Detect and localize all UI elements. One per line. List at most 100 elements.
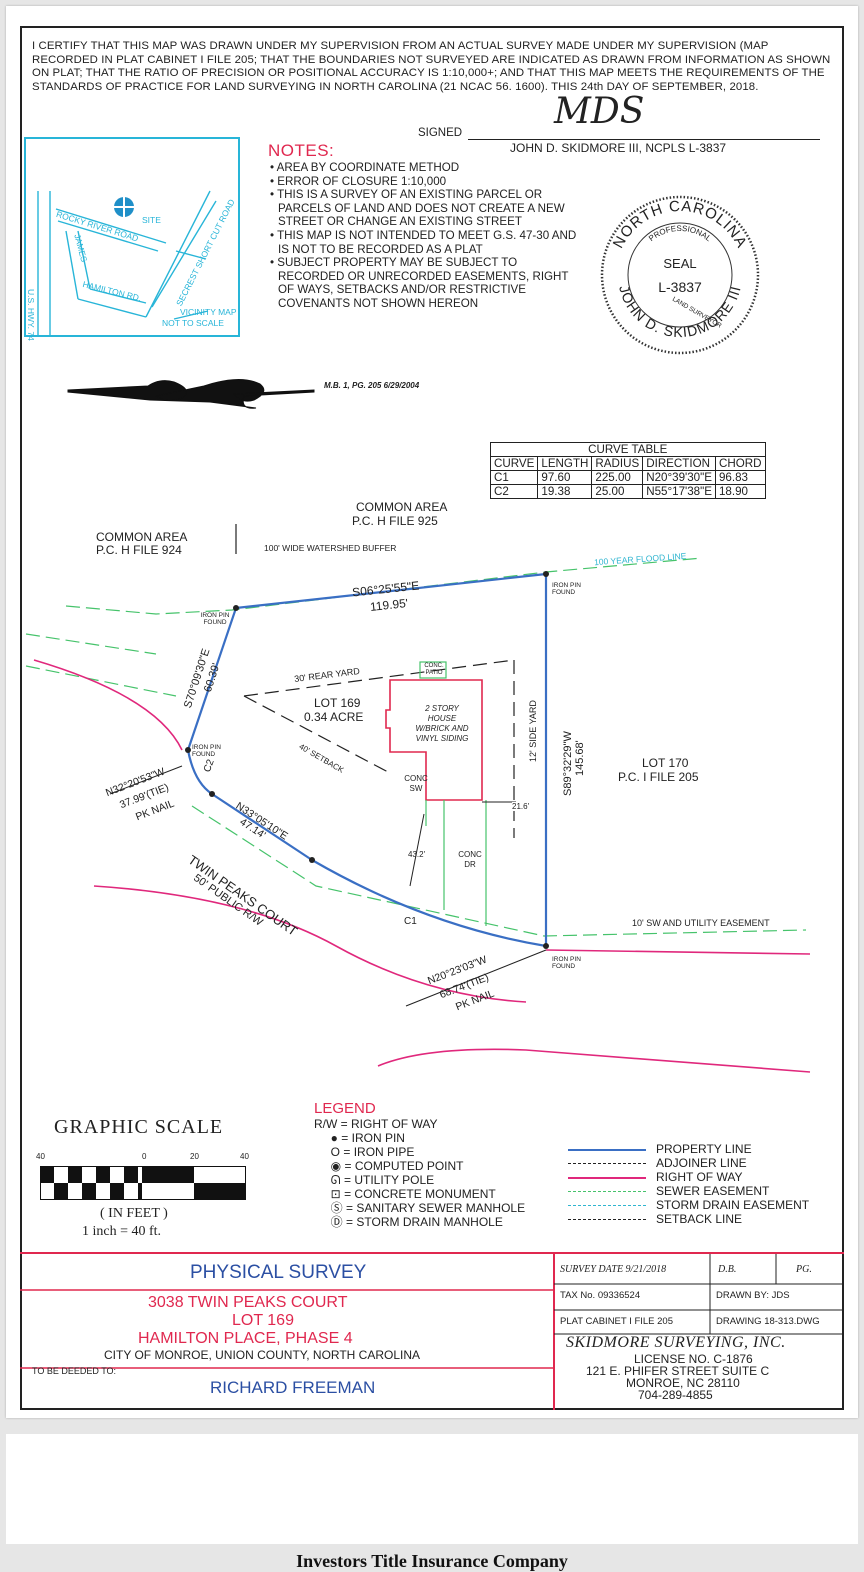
curve-cell: C2 <box>489 484 539 499</box>
vicinity-map: ROCKY RIVER ROAD SECREST SHORT CUT ROAD … <box>24 137 240 341</box>
line-legend-label: SETBACK LINE <box>656 1212 743 1226</box>
signature-line <box>468 139 820 140</box>
deed-page: PG. <box>796 1264 812 1275</box>
iron-pin-found-label: IRON PIN FOUND <box>192 744 221 758</box>
sewer-easement-swatch <box>568 1191 646 1192</box>
lot-area: 0.34 ACRE <box>304 710 364 724</box>
scale-ratio: 1 inch = 40 ft. <box>82 1224 162 1239</box>
note-item: AREA BY COORDINATE METHOD <box>276 161 578 175</box>
property-line-swatch <box>568 1149 646 1151</box>
bearing-label: S89°32'29"W <box>562 731 574 796</box>
vicinity-map-roads <box>37 190 217 335</box>
legend-label: = STORM DRAIN MANHOLE <box>346 1215 503 1229</box>
line-legend-label: STORM DRAIN EASEMENT <box>656 1198 810 1212</box>
drawn-by: DRAWN BY: JDS <box>716 1290 790 1301</box>
note-item: SUBJECT PROPERTY MAY BE SUBJECT TO RECOR… <box>276 256 578 310</box>
legend-label: = CONCRETE MONUMENT <box>344 1187 496 1201</box>
north-arrow-icon <box>67 379 315 409</box>
right-of-way-swatch <box>568 1177 646 1179</box>
curve-cell: 19.38 <box>537 484 593 499</box>
plat-drawing <box>25 524 811 1073</box>
graphic-scale-bar <box>40 1166 246 1200</box>
adjoining-lot-label: LOT 170 <box>642 756 689 770</box>
company-city: MONROE, NC 28110 <box>626 1376 740 1390</box>
property-lot: LOT 169 <box>232 1312 294 1329</box>
curve-cell: 97.60 <box>537 470 593 485</box>
iron-pipe-icon: O <box>330 1145 341 1159</box>
line-legend-row: STORM DRAIN EASEMENT <box>568 1198 809 1212</box>
curve-table: CURVE TABLE CURVE LENGTH RADIUS DIRECTIO… <box>489 442 766 499</box>
side-yard-label: 12' SIDE YARD <box>528 700 538 762</box>
concrete-monument-icon: ⊡ <box>330 1187 341 1201</box>
dimension-label: 43.2' <box>408 850 426 859</box>
tie-line <box>109 765 183 795</box>
easement-label: 10' SW AND UTILITY EASEMENT <box>632 918 770 928</box>
legend-symbol: R/W <box>314 1117 338 1131</box>
legend-label: = UTILITY POLE <box>343 1173 435 1187</box>
note-item: THIS MAP IS NOT INTENDED TO MEET G.S. 47… <box>276 229 578 256</box>
distance-label: 145.68' <box>574 740 586 776</box>
title-block-grid <box>20 1254 842 1410</box>
common-area-ref: P.C. H FILE 925 <box>352 514 438 528</box>
drawing-border <box>20 26 844 1410</box>
property-boundary <box>186 572 548 948</box>
curve-col-header: LENGTH <box>537 456 593 471</box>
legend-row: O = IRON PIPE <box>314 1145 525 1159</box>
notes-heading: NOTES: <box>268 141 335 160</box>
line-legend-row: SETBACK LINE <box>568 1212 809 1226</box>
iron-pin-found-label: IRON PIN FOUND <box>552 956 581 970</box>
curve-label-c1: C1 <box>404 916 417 927</box>
deed-book: D.B. <box>718 1264 737 1275</box>
common-area-ref: P.C. H FILE 924 <box>96 543 182 557</box>
surveyor-certification: I CERTIFY THAT THIS MAP WAS DRAWN UNDER … <box>32 40 831 93</box>
note-item: ERROR OF CLOSURE 1:10,000 <box>276 175 578 189</box>
site-label: SITE <box>142 215 161 225</box>
owner-name: RICHARD FREEMAN <box>210 1378 376 1397</box>
table-row: C2 19.38 25.00 N55°17'38"E 18.90 <box>489 484 766 499</box>
sewer-easement-line <box>25 633 177 697</box>
scale-tick: 40 <box>240 1152 249 1161</box>
legend-row: R/W = RIGHT OF WAY <box>314 1117 525 1131</box>
line-legend: PROPERTY LINE ADJOINER LINE RIGHT OF WAY… <box>568 1142 809 1226</box>
curve-cell: N20°39'30"E <box>642 470 716 485</box>
line-legend-label: RIGHT OF WAY <box>656 1170 743 1184</box>
common-area-label: COMMON AREA <box>356 500 448 514</box>
curve-cell: N55°17'38"E <box>642 484 716 499</box>
surveyor-signature: MDS <box>554 91 645 132</box>
legend-row: ◉ = COMPUTED POINT <box>314 1159 525 1173</box>
line-legend-row: PROPERTY LINE <box>568 1142 809 1156</box>
scale-tick: 0 <box>142 1152 147 1161</box>
survey-title: PHYSICAL SURVEY <box>190 1262 367 1283</box>
patio-outline <box>419 661 447 679</box>
right-of-way-lines <box>33 659 811 1073</box>
next-page-preview: Investors Title Insurance Company <box>6 1434 858 1571</box>
tax-number: TAX No. 09336524 <box>560 1290 641 1301</box>
iron-pin-found-label: IRON PIN FOUND <box>552 582 581 596</box>
legend-row: Ⓢ = SANITARY SEWER MANHOLE <box>314 1201 525 1215</box>
tie-line <box>405 949 547 1007</box>
adjoining-lot-ref: P.C. I FILE 205 <box>618 770 699 784</box>
drawing-number: DRAWING 18-313.DWG <box>716 1316 820 1327</box>
note-item: THIS IS A SURVEY OF AN EXISTING PARCEL O… <box>276 188 578 229</box>
adjoiner-line-swatch <box>568 1163 646 1164</box>
site-marker-icon <box>112 195 136 219</box>
vicinity-caption: VICINITY MAP <box>180 307 237 317</box>
legend-row: Ⓓ = STORM DRAIN MANHOLE <box>314 1215 525 1229</box>
watershed-buffer-label: 100' WIDE WATERSHED BUFFER <box>264 543 397 553</box>
curve-cell: 18.90 <box>714 484 766 499</box>
notes-block: NOTES: AREA BY COORDINATE METHOD ERROR O… <box>268 141 578 311</box>
line-legend-row: RIGHT OF WAY <box>568 1170 809 1184</box>
common-area-label: COMMON AREA <box>96 530 188 544</box>
iron-pin-icon: ● <box>330 1131 338 1145</box>
curve-col-header: CHORD <box>714 456 766 471</box>
driveway-label: CONC DR <box>458 850 482 869</box>
driveway-lines <box>425 800 487 926</box>
house-label: 2 STORY HOUSE W/BRICK AND VINYL SIDING <box>415 704 469 743</box>
setback-line-swatch <box>568 1219 646 1220</box>
curve-col-header: CURVE <box>489 456 539 471</box>
legend-row: ᘏ = UTILITY POLE <box>314 1173 525 1187</box>
deeded-to-label: TO BE DEEDED TO: <box>32 1366 117 1376</box>
curve-col-header: RADIUS <box>591 456 644 471</box>
surveyor-name: JOHN D. SKIDMORE III, NCPLS L-3837 <box>510 141 727 155</box>
company-street: 121 E. PHIFER STREET SUITE C <box>586 1364 770 1378</box>
